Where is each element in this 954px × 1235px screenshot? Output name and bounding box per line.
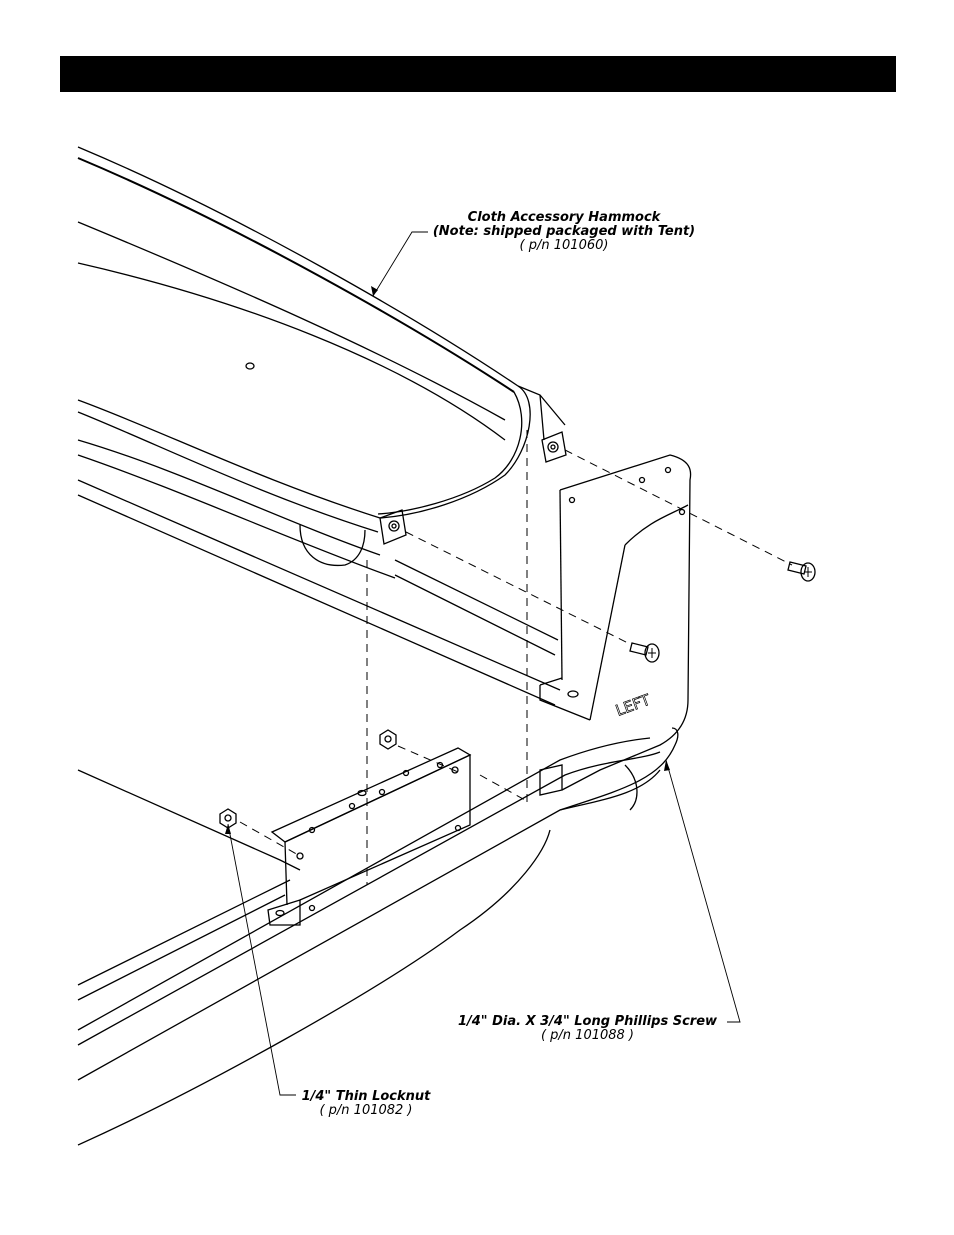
hammock-callout: Cloth Accessory Hammock (Note: shipped p… [428, 211, 700, 253]
hammock-tab-left [379, 509, 407, 545]
hammock-name: Cloth Accessory Hammock [467, 210, 661, 225]
locknut-rear [379, 729, 397, 750]
base-bracket [267, 747, 472, 926]
locknut-part-number: ( p/n 101082 ) [319, 1103, 413, 1118]
screw-part-number: ( p/n 101088 ) [540, 1028, 635, 1043]
leader-arrow-locknut [225, 824, 231, 834]
leader-arrow-screw [664, 760, 670, 771]
hammock-tab-right [541, 431, 567, 463]
hammock-note: (Note: shipped packaged with Tent) [432, 224, 696, 239]
header-bar [60, 56, 896, 92]
leader-arrow-hammock [371, 286, 378, 296]
bracket-marking: LEFT [613, 690, 653, 719]
assembly-guides [239, 430, 793, 885]
locknut-callout: 1/4" Thin Locknut ( p/n 101082 ) [294, 1090, 438, 1118]
locknut-name: 1/4" Thin Locknut [301, 1089, 431, 1104]
phillips-screw-right [787, 561, 816, 582]
phillips-screw-left [629, 642, 660, 663]
frame-rails [77, 479, 679, 1146]
hammock-part-number: ( p/n 101060) [519, 238, 609, 253]
hammock [77, 146, 566, 579]
leader-lines [227, 231, 741, 1096]
locknut-front [219, 808, 237, 829]
screw-callout: 1/4" Dia. X 3/4" Long Phillips Screw ( p… [445, 1015, 730, 1043]
screw-name: 1/4" Dia. X 3/4" Long Phillips Screw [457, 1014, 718, 1029]
